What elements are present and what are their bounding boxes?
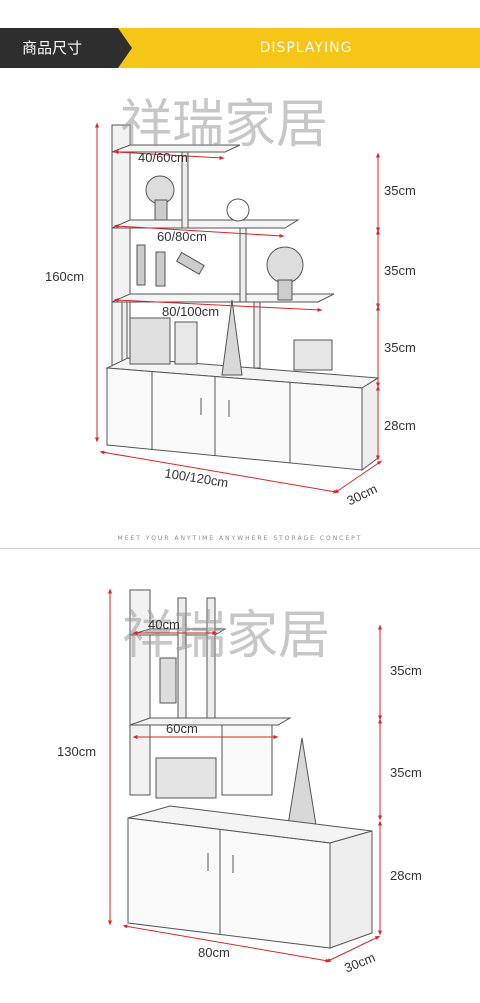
shelf-height-label: 35cm [390, 765, 422, 780]
watermark-2: 祥瑞家居 [122, 606, 330, 666]
header-tag: 商品尺寸 [0, 28, 132, 68]
shelf-width-label: 60cm [166, 721, 198, 736]
divider-text: MEET YOUR ANYTIME ANYWHERE STORAGE CONCE… [117, 535, 363, 542]
header-bar: 商品尺寸 DISPLAYING [0, 28, 480, 68]
dimension-lines-2 [108, 588, 382, 963]
total-height-label: 130cm [57, 744, 96, 759]
shelf-width-label: 40/60cm [138, 150, 188, 165]
diagram-1: 祥瑞家居 160cm 35cm 35cm 35cm 28cm 40/60cm 6… [45, 95, 416, 508]
shelf-width-label: 60/80cm [157, 229, 207, 244]
shelf-width-label: 80/100cm [162, 304, 219, 319]
shelf-height-label: 28cm [384, 418, 416, 433]
total-height-label: 160cm [45, 269, 84, 284]
depth-label: 30cm [344, 481, 379, 508]
shelf-height-label: 35cm [384, 263, 416, 278]
cabinet-drawing [105, 124, 380, 471]
diagram-2: 祥瑞家居 130cm 35cm 35cm 28cm 40cm 60cm 80cm… [57, 588, 422, 976]
shelf-width-label: 40cm [148, 617, 180, 632]
watermark-1: 祥瑞家居 [120, 95, 328, 155]
shelf-height-label: 35cm [390, 663, 422, 678]
header-title: DISPLAYING [259, 40, 353, 56]
shelf-height-label: 28cm [390, 868, 422, 883]
dimension-lines-1 [95, 122, 383, 494]
shelf-height-label: 35cm [384, 340, 416, 355]
total-width-label: 80cm [198, 945, 230, 960]
total-width-label: 100/120cm [164, 465, 230, 490]
divider-line [0, 548, 480, 549]
depth-label: 30cm [342, 950, 377, 976]
shelf-height-label: 35cm [384, 183, 416, 198]
